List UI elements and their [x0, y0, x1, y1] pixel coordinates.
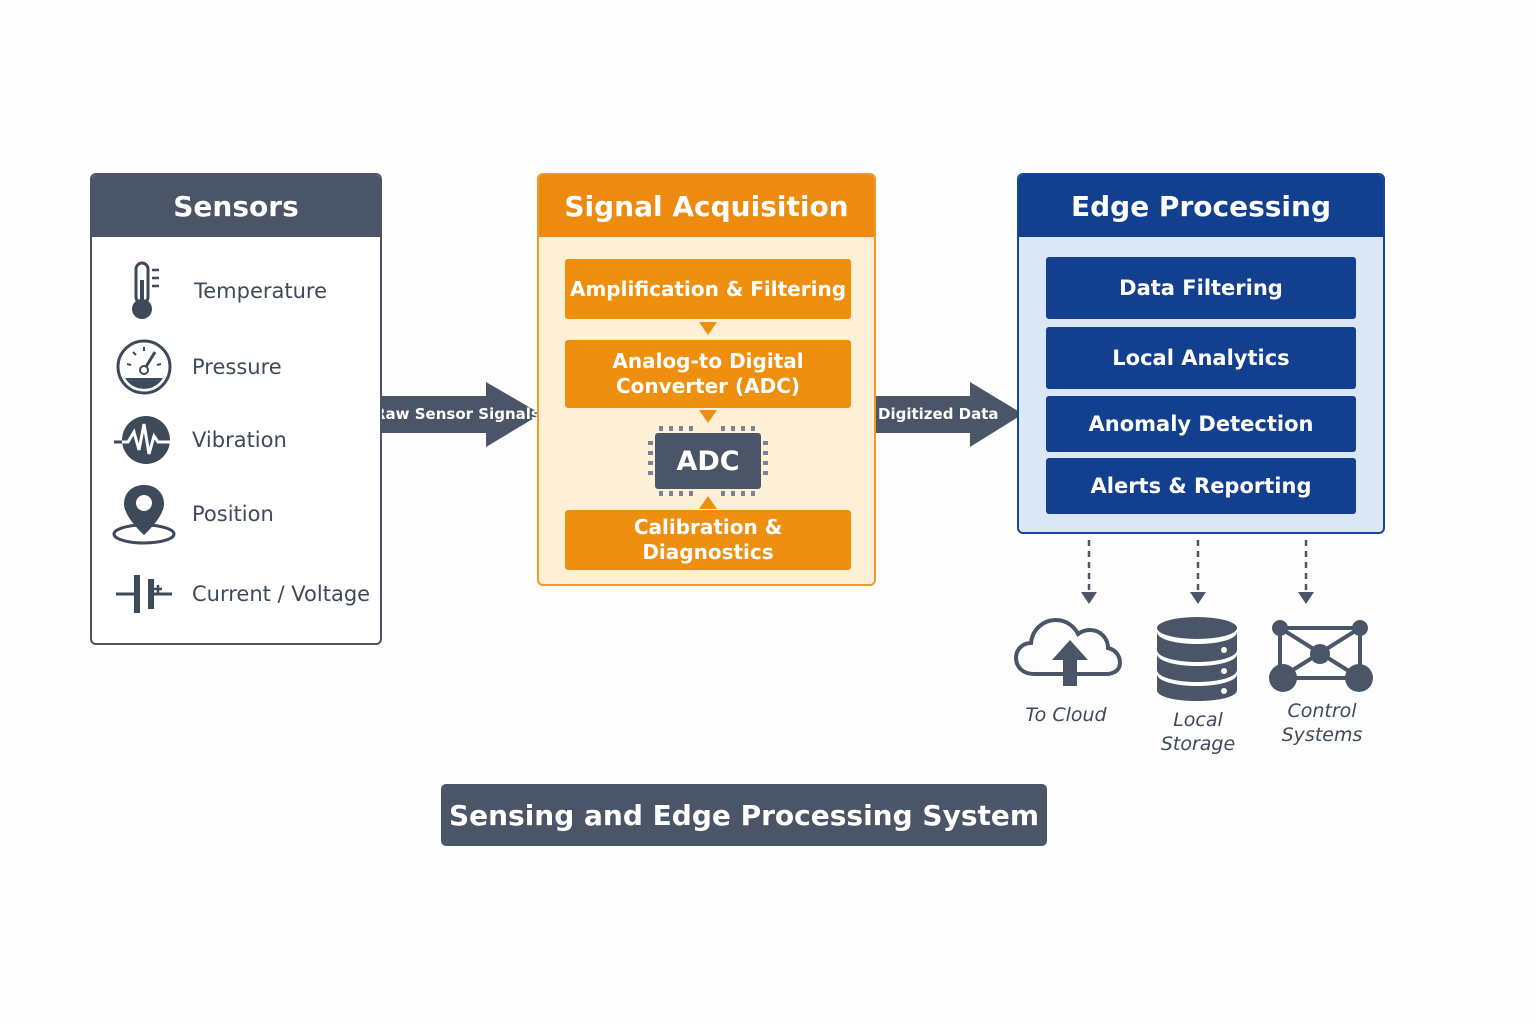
acquisition-arrows [648, 322, 768, 509]
sensors-panel: Sensors Temperature [90, 173, 382, 645]
adc-converter-box: Analog-to Digital Converter (ADC) [565, 340, 851, 408]
sensor-label-current-voltage: Current / Voltage [192, 582, 371, 606]
sensor-item-vibration: Vibration [110, 406, 287, 474]
storage-connector [1190, 540, 1206, 604]
cloud-upload-icon [1013, 617, 1123, 686]
sensor-label-position: Position [192, 502, 274, 526]
network-icon [1269, 620, 1373, 692]
pressure-gauge-icon [110, 333, 178, 401]
diagram-title-banner: Sensing and Edge Processing System [441, 784, 1047, 846]
signal-acquisition-title: Signal Acquisition [539, 175, 874, 237]
digitized-data-arrow [861, 382, 1023, 447]
cloud-connector [1081, 540, 1097, 604]
database-icon [1157, 617, 1237, 701]
sensor-item-position: Position [110, 480, 274, 548]
alerts-reporting-box: Alerts & Reporting [1046, 458, 1356, 514]
data-filtering-box: Data Filtering [1046, 257, 1356, 319]
current-voltage-icon [110, 560, 178, 628]
sensor-label-vibration: Vibration [192, 428, 287, 452]
local-storage-label: Local Storage [1160, 709, 1236, 755]
signal-acquisition-panel: Signal Acquisition Amplification & Filte… [537, 173, 876, 586]
anomaly-detection-box: Anomaly Detection [1046, 396, 1356, 452]
local-analytics-box: Local Analytics [1046, 327, 1356, 389]
sensor-label-temperature: Temperature [194, 279, 328, 303]
calibration-diagnostics-box: Calibration & Diagnostics [565, 510, 851, 570]
location-pin-icon [110, 480, 178, 548]
adc-chip: ADC [655, 433, 761, 489]
raw-signals-arrow [355, 382, 541, 447]
edge-processing-title: Edge Processing [1019, 175, 1383, 237]
edge-processing-panel: Edge Processing Data Filtering Local Ana… [1017, 173, 1385, 534]
sensor-label-pressure: Pressure [192, 355, 282, 379]
sensor-item-temperature: Temperature [110, 257, 327, 325]
sensor-item-current-voltage: Current / Voltage [110, 560, 370, 628]
control-systems-label: Control Systems [1281, 700, 1363, 746]
thermometer-icon [110, 257, 178, 325]
raw-signals-label: Raw Sensor Signals [374, 405, 540, 423]
vibration-icon [110, 406, 178, 474]
digitized-data-label: Digitized Data [878, 405, 999, 423]
amplification-filtering-box: Amplification & Filtering [565, 259, 851, 319]
sensor-item-pressure: Pressure [110, 333, 282, 401]
to-cloud-label: To Cloud [1025, 704, 1107, 726]
control-connector [1298, 540, 1314, 604]
sensors-title: Sensors [92, 175, 380, 237]
